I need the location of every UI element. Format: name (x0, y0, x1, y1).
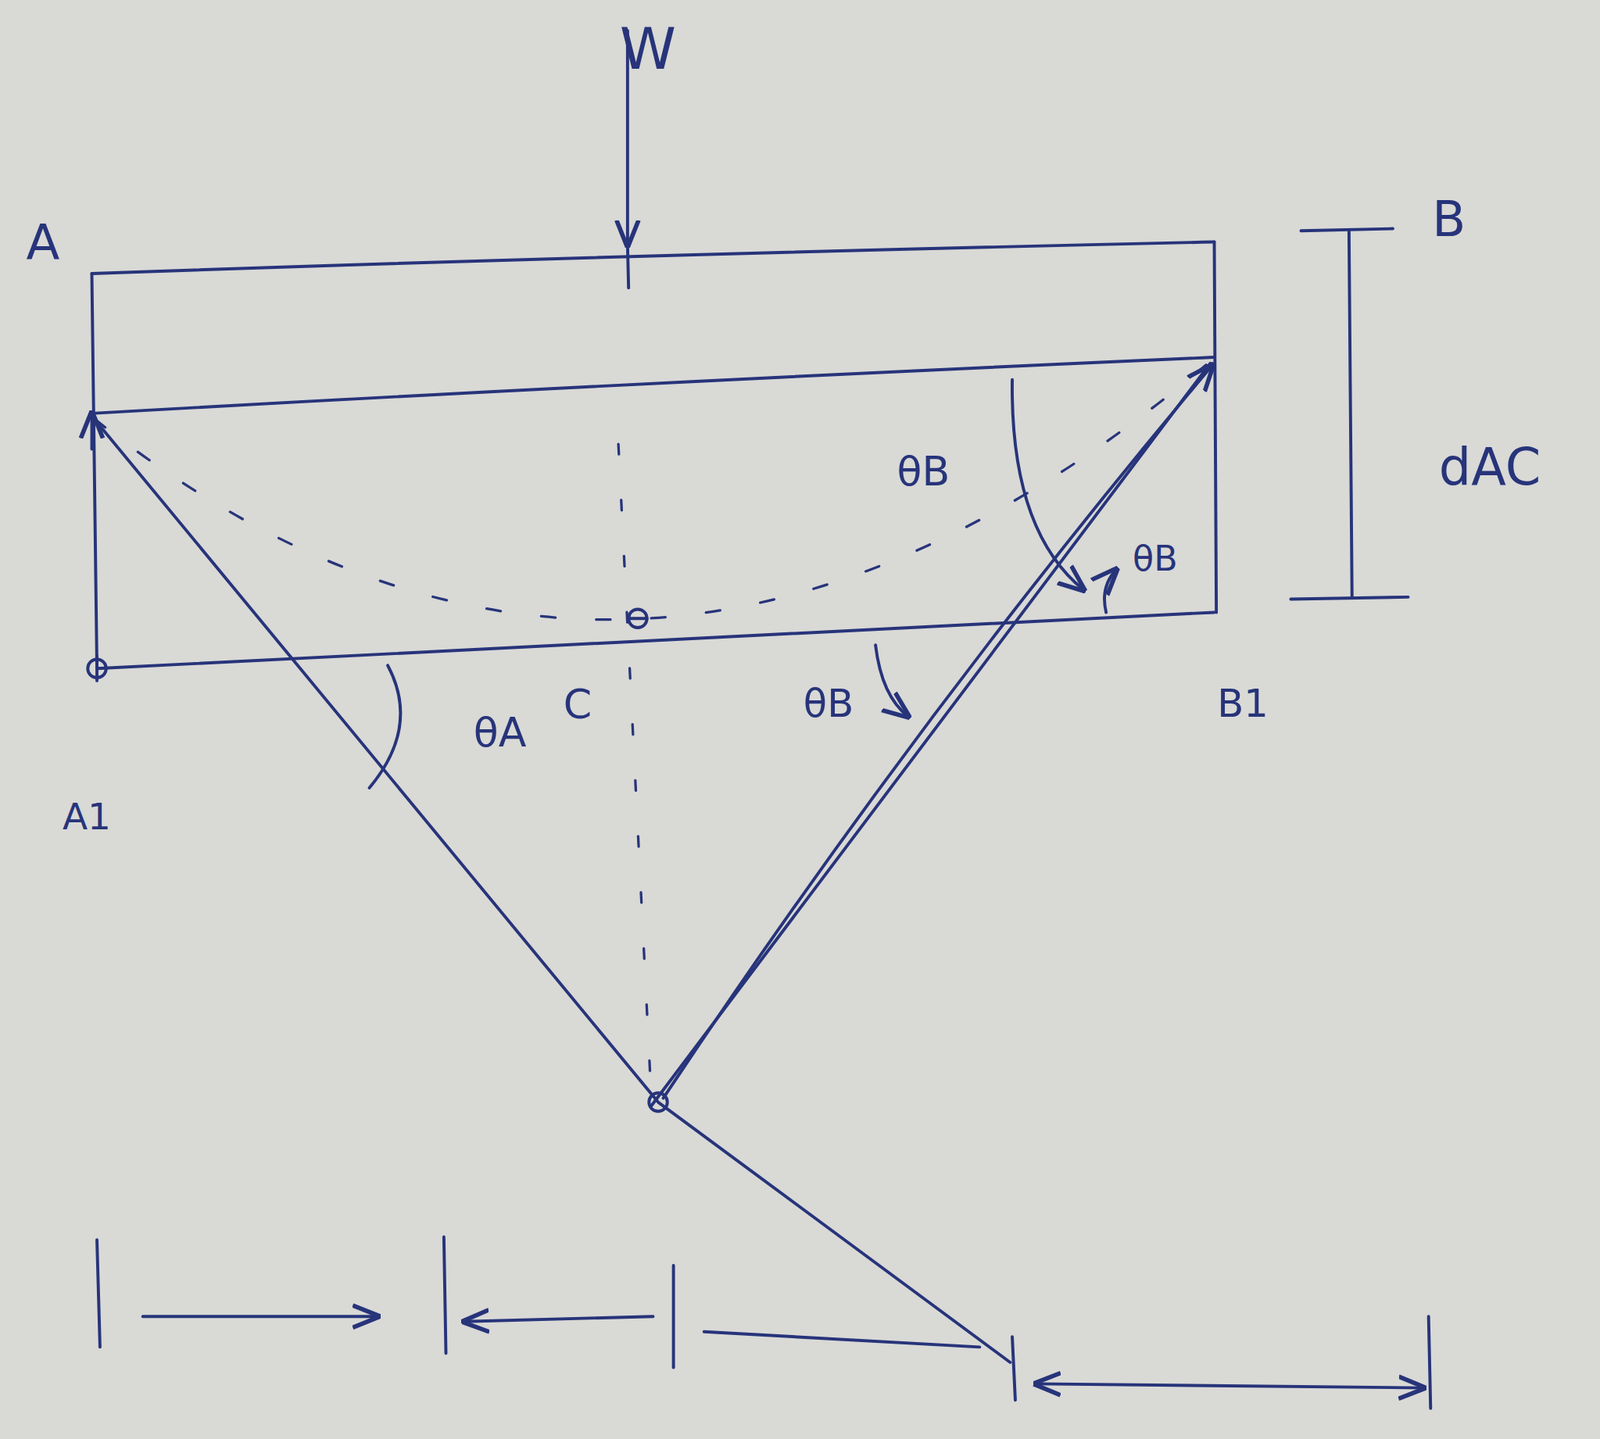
point-label: A1 (62, 798, 111, 835)
point-label: C (563, 683, 592, 725)
dimension-label: dAC (1438, 441, 1542, 493)
angle-label: θB (1132, 541, 1178, 577)
angle-label: θB (803, 684, 854, 724)
point-label: A (25, 218, 60, 268)
point-label: B1 (1217, 684, 1269, 724)
load-label: W (619, 20, 677, 78)
point-label: B (1431, 194, 1466, 244)
angle-label: θB (897, 451, 951, 492)
angle-label: θA (473, 712, 527, 753)
